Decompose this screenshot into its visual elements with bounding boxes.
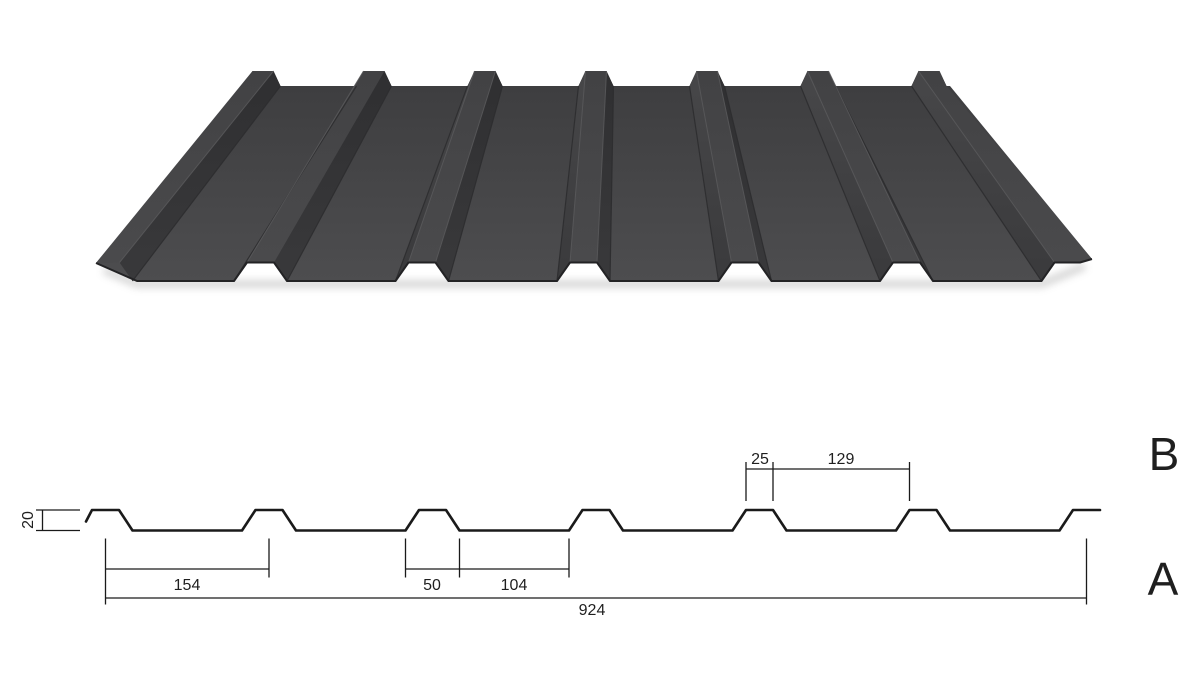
dimension-104: 104 [459, 538, 570, 594]
dimension-50-value: 50 [423, 577, 441, 594]
dimension-50: 50 [404, 538, 461, 594]
sheet-shadow [102, 262, 1087, 288]
dimension-104-value: 104 [501, 577, 528, 594]
rib-6-shading [800, 71, 933, 281]
section-label-b: B [1149, 428, 1180, 480]
dimension-20-value: 20 [20, 511, 37, 529]
section-label-a: A [1148, 553, 1179, 605]
sheet-front-edge [95, 258, 1093, 282]
dimension-annotations: 20 154 50 104 924 [20, 451, 1088, 619]
rib-crease-lines [132, 85, 1042, 282]
dimension-154: 154 [104, 538, 270, 605]
sheet-3d-render [95, 70, 1093, 288]
dimension-154-value: 154 [174, 577, 201, 594]
rib-highlight-lines [119, 70, 1055, 263]
dimension-129: 129 [773, 451, 911, 501]
rib-2-shading [234, 71, 392, 281]
dimension-25: 25 [745, 451, 774, 501]
dimension-924: 924 [105, 538, 1088, 619]
rib-4-shading [557, 71, 614, 281]
dimension-25-value: 25 [751, 451, 769, 468]
dimension-924-value: 924 [579, 602, 606, 619]
dimension-129-value: 129 [828, 451, 855, 468]
rib-7-shading [911, 71, 1092, 281]
profile-outline [84, 508, 1102, 532]
rib-1-shading [96, 71, 281, 281]
rib-5-shading [689, 71, 772, 281]
dimension-20: 20 [20, 509, 80, 532]
profile-cross-section [84, 508, 1102, 532]
